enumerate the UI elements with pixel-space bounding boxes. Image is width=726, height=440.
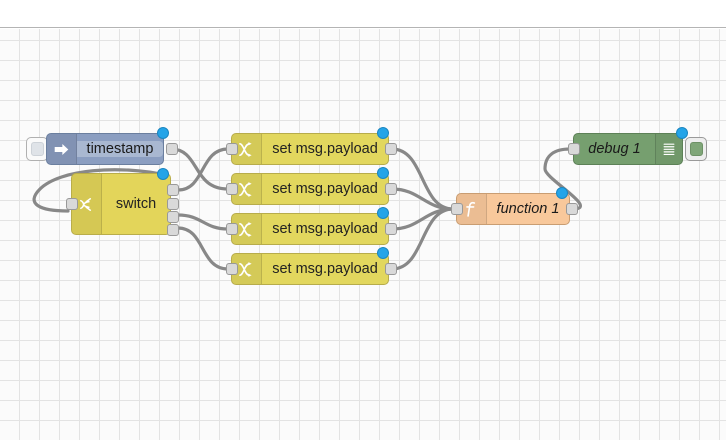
node-change-2[interactable]: set msg.payload bbox=[231, 173, 389, 205]
node-change-4-label: set msg.payload bbox=[272, 261, 378, 277]
changed-indicator-function-1 bbox=[556, 187, 568, 199]
port-input-function-1[interactable] bbox=[451, 203, 463, 215]
debug-toggle-button[interactable] bbox=[685, 137, 707, 161]
port-input-change-4[interactable] bbox=[226, 263, 238, 275]
node-change-3[interactable]: set msg.payload bbox=[231, 213, 389, 245]
port-output-change-4[interactable] bbox=[385, 263, 397, 275]
node-change-1-label: set msg.payload bbox=[272, 141, 378, 157]
node-change-4[interactable]: set msg.payload bbox=[231, 253, 389, 285]
node-change-2-label: set msg.payload bbox=[272, 181, 378, 197]
node-change-1[interactable]: set msg.payload bbox=[231, 133, 389, 165]
wire-loop-to-switch bbox=[32, 168, 167, 213]
debug-lines-icon bbox=[655, 134, 682, 164]
switch-icon bbox=[72, 174, 102, 234]
node-change-3-label: set msg.payload bbox=[272, 221, 378, 237]
port-output-switch-2[interactable] bbox=[167, 211, 179, 223]
port-output-inject[interactable] bbox=[166, 143, 178, 155]
node-function-1-label: function 1 bbox=[496, 201, 560, 217]
node-function-1[interactable]: function 1 bbox=[456, 193, 570, 225]
arrow-right-icon bbox=[47, 134, 77, 164]
node-debug-1[interactable]: debug 1 bbox=[573, 133, 683, 165]
inject-button[interactable] bbox=[26, 137, 48, 161]
port-output-switch-0[interactable] bbox=[167, 184, 179, 196]
debug-toggle-inner bbox=[689, 142, 703, 156]
wire-switch0-to-change1 bbox=[176, 147, 230, 192]
wire-function-to-debug bbox=[543, 147, 583, 211]
port-output-change-1[interactable] bbox=[385, 143, 397, 155]
inject-button-inner bbox=[30, 142, 44, 156]
wire-inject-to-change2 bbox=[169, 147, 230, 191]
editor-header-bar bbox=[0, 0, 726, 28]
wire-layer bbox=[32, 147, 583, 271]
port-input-change-3[interactable] bbox=[226, 223, 238, 235]
changed-indicator-switch bbox=[157, 168, 169, 180]
node-inject-label: timestamp bbox=[77, 141, 163, 157]
port-output-switch-3[interactable] bbox=[167, 224, 179, 236]
port-input-switch[interactable] bbox=[66, 198, 78, 210]
node-inject-timestamp[interactable]: timestamp bbox=[46, 133, 164, 165]
node-debug-1-label: debug 1 bbox=[588, 141, 641, 157]
port-output-change-2[interactable] bbox=[385, 183, 397, 195]
node-switch-label: switch bbox=[115, 196, 157, 212]
flow-canvas[interactable]: timestamp switch bbox=[0, 29, 726, 440]
changed-indicator-change-2 bbox=[377, 167, 389, 179]
changed-indicator-change-4 bbox=[377, 247, 389, 259]
port-output-change-3[interactable] bbox=[385, 223, 397, 235]
wire-change4-to-function bbox=[390, 207, 455, 271]
wire-switch3-to-change4 bbox=[176, 226, 230, 271]
port-input-debug-1[interactable] bbox=[568, 143, 580, 155]
changed-indicator-change-1 bbox=[377, 127, 389, 139]
node-switch[interactable]: switch bbox=[71, 173, 171, 235]
port-output-switch-1[interactable] bbox=[167, 198, 179, 210]
changed-indicator-debug-1 bbox=[676, 127, 688, 139]
port-input-change-2[interactable] bbox=[226, 183, 238, 195]
changed-indicator-inject bbox=[157, 127, 169, 139]
port-input-change-1[interactable] bbox=[226, 143, 238, 155]
changed-indicator-change-3 bbox=[377, 207, 389, 219]
port-output-function-1[interactable] bbox=[566, 203, 578, 215]
wire-switch2-to-change3 bbox=[176, 213, 230, 231]
